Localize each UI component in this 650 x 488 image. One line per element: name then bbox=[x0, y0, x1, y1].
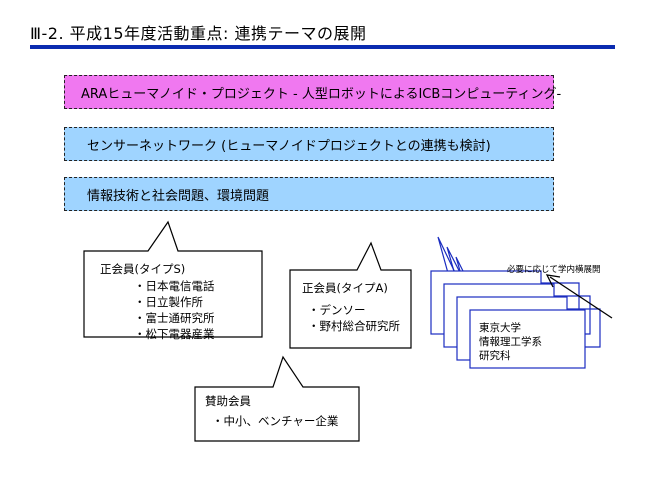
list-item: ・松下電器産業 bbox=[134, 327, 215, 341]
members-a-heading: 正会員(タイプA) bbox=[302, 281, 388, 295]
title-underline bbox=[30, 45, 615, 49]
theme-humanoid-project: ARAヒューマノイド・プロジェクト - 人型ロボットによるICBコンピューティン… bbox=[64, 75, 561, 109]
theme-it-social-issues: 情報技術と社会問題、環境問題 bbox=[64, 177, 554, 211]
university-line: 東京大学 bbox=[479, 322, 521, 334]
university-label: 東京大学 情報理工学系 研究科 bbox=[479, 321, 542, 363]
callout-members-s bbox=[83, 220, 263, 338]
list-item: ・デンソー bbox=[308, 303, 366, 317]
callout-members-a bbox=[289, 241, 412, 349]
list-item: ・野村総合研究所 bbox=[308, 319, 400, 333]
university-line: 研究科 bbox=[479, 350, 511, 362]
supporting-heading: 賛助会員 bbox=[205, 394, 251, 408]
list-item: ・中小、ベンチャー企業 bbox=[212, 414, 339, 428]
list-item: ・日本電信電話 bbox=[134, 279, 215, 293]
expand-arrow-label: 必要に応じて学内横展開 bbox=[507, 265, 601, 275]
theme-sensor-network: センサーネットワーク (ヒューマノイドプロジェクトとの連携も検討) bbox=[64, 127, 554, 161]
list-item: ・富士通研究所 bbox=[134, 311, 215, 325]
slide-title: Ⅲ-2. 平成15年度活動重点: 連携テーマの展開 bbox=[30, 24, 367, 43]
expand-arrow bbox=[545, 274, 613, 319]
university-line: 情報理工学系 bbox=[479, 336, 542, 348]
members-s-heading: 正会員(タイプS) bbox=[100, 262, 186, 276]
members-s-list: ・日本電信電話 ・日立製作所 ・富士通研究所 ・松下電器産業 bbox=[134, 278, 215, 342]
supporting-list: ・中小、ベンチャー企業 bbox=[212, 413, 338, 429]
callout-supporting bbox=[194, 355, 360, 442]
members-a-list: ・デンソー ・野村総合研究所 bbox=[308, 302, 400, 334]
list-item: ・日立製作所 bbox=[134, 295, 203, 309]
university-stack bbox=[430, 236, 601, 369]
